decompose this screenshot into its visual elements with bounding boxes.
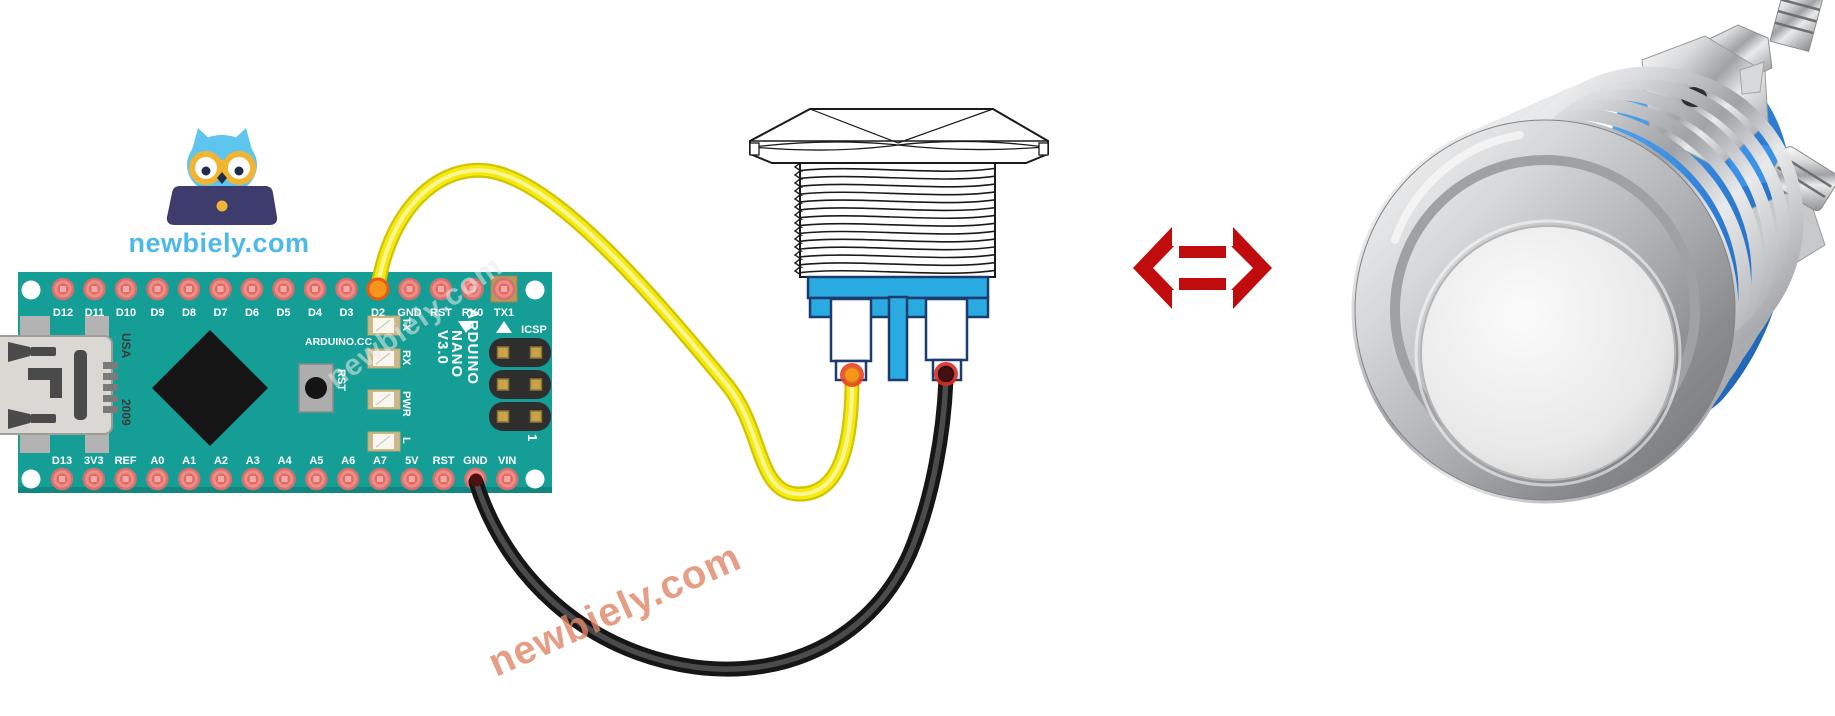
mounting-hole [21,280,41,300]
led-label-l: L [400,437,412,444]
pin-label: A5 [309,455,323,467]
button-base [806,275,990,382]
vendor-label: ARDUINO.CC [305,336,372,348]
pin-label: A7 [373,455,387,467]
owl-icon [187,128,257,195]
button-left-connection-dot [840,363,864,387]
led-l [367,431,401,452]
pin-label: RST [430,307,452,319]
rx0-arrow-icon [458,321,474,333]
pin-label: D6 [245,307,259,319]
pin-label: TX1 [494,307,514,319]
pin-label: D8 [182,307,196,319]
model2-label: NANO [448,330,465,378]
year-label: 2009 [119,399,133,426]
pin-label: 3V3 [84,455,104,467]
newbiely-logo: newbiely.com [128,128,309,258]
version-label: V3.0 [434,330,451,365]
pin-label: RX0 [462,307,483,319]
mounting-hole [21,469,41,489]
tx1-arrow-icon [496,321,512,333]
pin-label: D4 [308,307,323,319]
mounting-hole [525,469,545,489]
bottom-pin-row: D13 3V3 REF A0 A1 A2 A3 A4 A5 A6 A7 5V RST GND VIN [50,455,519,491]
pin-label: A4 [278,455,293,467]
pin-label: D11 [85,307,105,319]
pin-label: GND [397,307,422,319]
pin-label: 5V [405,455,419,467]
black-ground-wire [468,370,954,677]
mounting-hole [525,280,545,300]
button-threaded-body [793,162,996,278]
laptop-icon [166,186,278,225]
mini-usb-connector [0,316,118,453]
button-terminal-right [924,297,969,362]
led-rx [367,348,401,369]
reset-button [298,363,334,413]
model-label: ARDUINO [464,308,481,385]
led-label-pwr: PWR [400,391,412,417]
button-center-post [887,295,909,382]
gnd-connection-dot [469,473,483,487]
pin-label: D13 [52,455,72,467]
led-label-rx: RX [400,350,412,366]
push-button-photo [1351,0,1835,504]
pin-label: A2 [214,455,228,467]
pin-label: D3 [339,307,353,319]
pin-label: D10 [116,307,136,319]
pin-label: RST [433,455,455,467]
usa-label: USA [119,333,133,359]
icsp-header [489,338,551,431]
pin-label: GND [463,455,488,467]
pin-label: D7 [213,307,227,319]
pin-label: REF [115,455,137,467]
button-face [1420,225,1676,481]
pin-label: A6 [341,455,355,467]
pin-label: A3 [246,455,260,467]
pin1-label: 1 [525,434,540,441]
button-right-connection-dot [934,362,958,386]
pin-label: D2 [371,307,385,319]
pin-label: D12 [53,307,73,319]
pin-label: A1 [182,455,196,467]
pin-label: D5 [276,307,290,319]
reset-label: RST [335,369,347,391]
mcu-chip [152,330,268,446]
led-pwr [367,389,401,410]
pin-label: VIN [498,455,516,467]
led-label-tx: TX [400,317,412,332]
pin-label: D9 [150,307,164,319]
logo-text: newbiely.com [128,228,309,258]
arduino-nano-board: USA 2009 RST ARDUINO.CC [0,249,552,493]
d2-connection-dot [366,277,390,301]
push-button-diagram [749,108,1049,382]
pin-label: A0 [150,455,164,467]
led-tx [367,315,401,336]
double-arrow-icon [1133,227,1272,309]
yellow-signal-wire [370,162,860,502]
icsp-label: ICSP [521,324,547,336]
button-cap [749,108,1049,164]
button-terminal-left [829,297,873,363]
